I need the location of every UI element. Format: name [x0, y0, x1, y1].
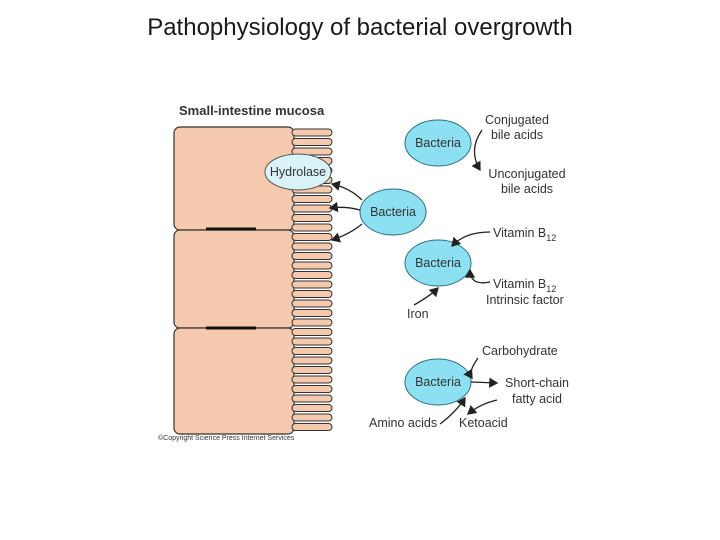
microvillus — [292, 338, 332, 345]
bacteria-fermentation-label: Bacteria — [415, 375, 461, 389]
copyright-label: ©Copyright Science Press Internet Servic… — [158, 434, 295, 442]
hydrolase-label: Hydrolase — [270, 165, 326, 179]
microvillus — [292, 357, 332, 364]
microvillus — [292, 405, 332, 412]
microvillus — [292, 291, 332, 298]
bacteria-b12-label: Bacteria — [415, 256, 461, 270]
microvillus — [292, 224, 332, 231]
arrow-to-hydrolase — [332, 184, 362, 200]
vitamin-b12-label: Vitamin B12 — [493, 226, 556, 243]
conjugated-label-1: Conjugated — [485, 113, 549, 127]
microvillus — [292, 414, 332, 421]
microvillus — [292, 376, 332, 383]
microvillus — [292, 424, 332, 431]
vitamin-b12-if-label: Vitamin B12 — [493, 277, 556, 294]
microvillus — [292, 262, 332, 269]
intrinsic-factor-label: Intrinsic factor — [486, 293, 564, 307]
microvillus — [292, 129, 332, 136]
microvillus — [292, 395, 332, 402]
microvillus — [292, 215, 332, 222]
mucosa-label: Small-intestine mucosa — [179, 103, 325, 118]
iron-label: Iron — [407, 307, 429, 321]
unconjugated-label-1: Unconjugated — [488, 167, 565, 181]
arrow-ketoacid — [468, 400, 497, 414]
arrow-to-mucosa — [332, 224, 362, 240]
bacteria-bile-label: Bacteria — [415, 136, 461, 150]
microvillus — [292, 253, 332, 260]
mucosa-cell — [174, 328, 294, 434]
microvillus — [292, 272, 332, 279]
microvillus — [292, 205, 332, 212]
arrow-bile-deconjugation — [474, 130, 482, 170]
ketoacid-label: Ketoacid — [459, 416, 508, 430]
microvillus — [292, 234, 332, 241]
arrow-carbohydrate — [471, 358, 478, 378]
microvillus — [292, 139, 332, 146]
microvillus — [292, 319, 332, 326]
arrow-to-mucosa — [330, 207, 360, 210]
microvillus — [292, 196, 332, 203]
scfa-label-2: fatty acid — [512, 392, 562, 406]
microvillus — [292, 300, 332, 307]
microvillus — [292, 243, 332, 250]
conjugated-label-2: bile acids — [491, 128, 543, 142]
microvillus — [292, 386, 332, 393]
microvillus — [292, 329, 332, 336]
bacteria-central-label: Bacteria — [370, 205, 416, 219]
arrow-vitamin-b12-if — [470, 270, 490, 283]
microvillus — [292, 348, 332, 355]
arrow-iron — [414, 288, 438, 305]
mucosa-cell — [174, 230, 294, 328]
microvillus — [292, 281, 332, 288]
scfa-label-1: Short-chain — [505, 376, 569, 390]
unconjugated-label-2: bile acids — [501, 182, 553, 196]
microvillus — [292, 310, 332, 317]
arrow-vitamin-b12 — [452, 232, 490, 246]
microvillus — [292, 367, 332, 374]
amino-acids-label: Amino acids — [369, 416, 437, 430]
carbohydrate-label: Carbohydrate — [482, 344, 558, 358]
arrow-scfa — [471, 382, 497, 383]
